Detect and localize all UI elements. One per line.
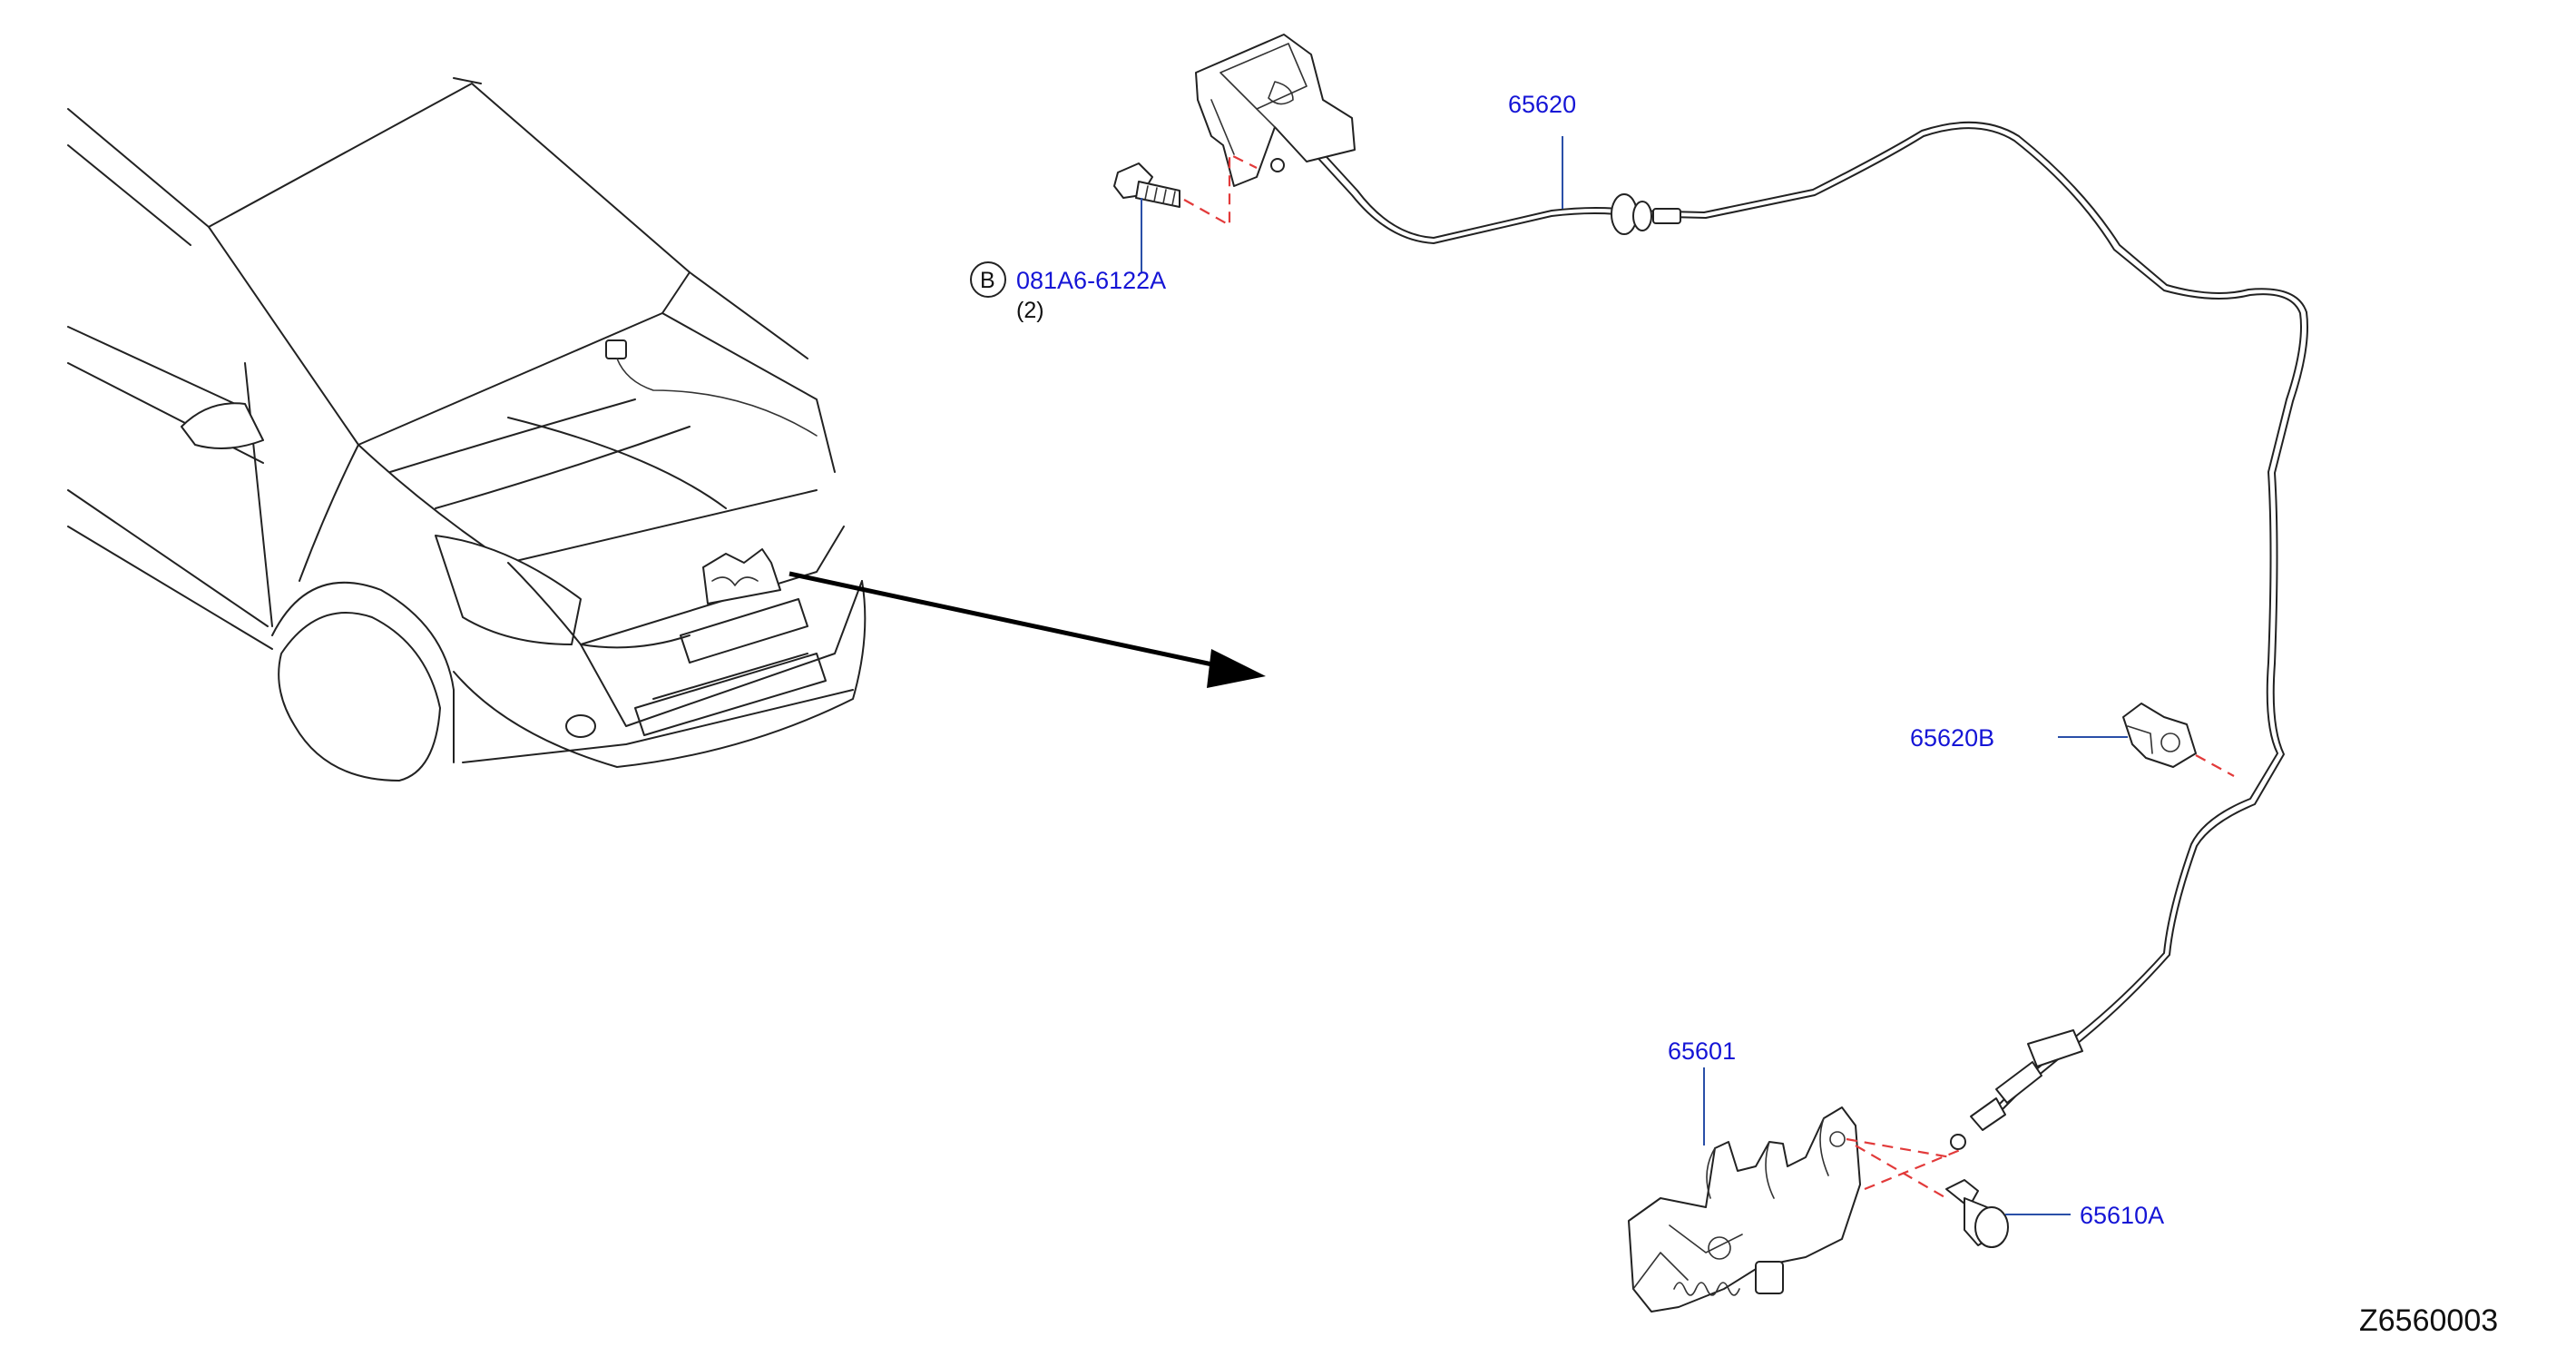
lock-part-number: 65601	[1668, 1037, 1736, 1065]
hood-lock-assembly-icon	[1628, 1106, 1861, 1313]
cable-part-number: 65620	[1508, 91, 1576, 118]
screw-to-lock-dashline	[1855, 1145, 1947, 1199]
screw-part-number: 65610A	[2080, 1202, 2164, 1229]
clip-to-cable-dashline	[2195, 754, 2235, 777]
cable-clip-icon	[2122, 703, 2197, 768]
bolt-icon	[1113, 162, 1180, 208]
leader-lines	[1141, 136, 2128, 1215]
clip-part-number: 65620B	[1910, 724, 1994, 752]
bolt-callout: B 081A6-6122A (2)	[970, 261, 1166, 323]
bolt-quantity: (2)	[1016, 298, 1044, 323]
vehicle-front-illustration	[67, 77, 867, 782]
screw-icon	[1945, 1179, 2009, 1248]
bolt-circle-letter: B	[980, 268, 995, 293]
drawing-code: Z6560003	[2359, 1303, 2498, 1338]
detail-arrow	[788, 571, 1266, 688]
hood-release-handle	[1195, 34, 1356, 187]
lock-to-screw-dashline	[1864, 1146, 1965, 1191]
bolt-to-handle-dashline	[1183, 152, 1258, 227]
bolt-part-number: 081A6-6122A	[1016, 267, 1166, 294]
bolt-code-circle	[970, 261, 1006, 298]
hood-release-cable	[1301, 121, 2308, 1150]
